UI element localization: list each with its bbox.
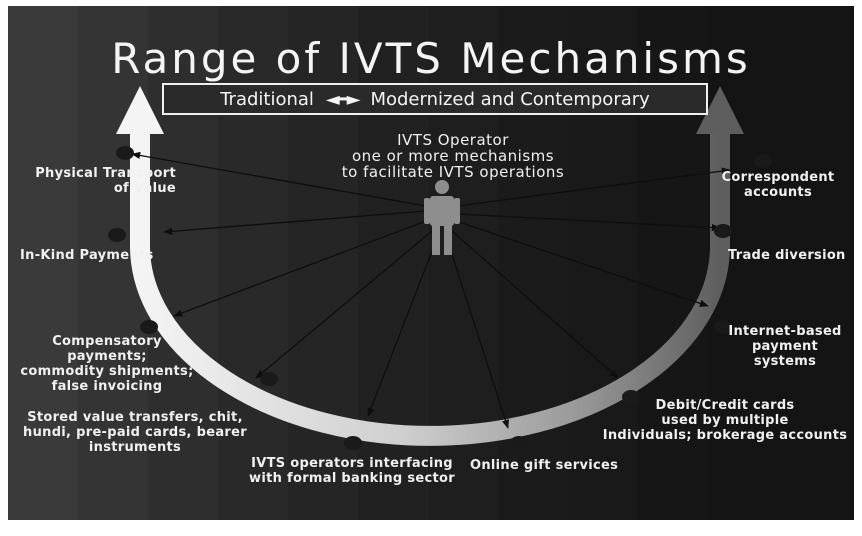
page-title: Range of IVTS Mechanisms	[111, 34, 751, 83]
mechanism-internet-payment: Internet-based payment systems	[728, 324, 842, 369]
connector-trade	[457, 213, 721, 232]
node-dot	[108, 228, 126, 242]
mechanism-physical: Physical Transport of Value	[35, 166, 176, 196]
mechanism-online-gift: Online gift services	[470, 458, 619, 473]
diagram-canvas: Range of IVTS Mechanisms Traditional ◄━►…	[8, 6, 854, 520]
node-dot	[344, 436, 362, 450]
node-dot	[754, 154, 772, 168]
arc-arrowhead-right	[696, 86, 744, 134]
connector-lines	[131, 151, 731, 429]
subtitle-modern: Modernized and Contemporary	[370, 88, 650, 110]
node-dot	[116, 146, 134, 160]
connector-physical	[131, 151, 427, 207]
node-dot	[260, 372, 278, 386]
mechanism-trade-diversion: Trade diversion	[728, 248, 846, 263]
mechanism-debit-credit: Debit/Credit cards used by multiple Indi…	[602, 398, 848, 443]
operator-label: IVTS Operator one or more mechanisms to …	[341, 131, 565, 181]
connector-online-gift	[445, 235, 509, 429]
mechanism-in-kind: In-Kind Payments	[20, 248, 154, 263]
progression-arc	[130, 126, 730, 446]
subtitle-box: Traditional ◄━► Modernized and Contempor…	[162, 83, 708, 115]
connector-in-kind	[163, 210, 427, 235]
mechanism-stored-value: Stored value transfers, chit, hundi, pre…	[23, 410, 247, 455]
node-dot	[622, 390, 640, 404]
double-arrow-icon: ◄━►	[325, 88, 361, 110]
mechanism-correspondent: Correspondent accounts	[721, 170, 835, 200]
node-dot	[140, 320, 158, 334]
mechanism-compensatory: Compensatory payments; commodity shipmen…	[20, 334, 194, 394]
diagram-graphics	[116, 86, 744, 446]
subtitle-traditional: Traditional	[220, 88, 314, 110]
connector-formal-banking	[367, 235, 439, 417]
connector-internet	[455, 220, 709, 307]
node-dot	[714, 320, 732, 334]
connector-debit-credit	[451, 230, 619, 379]
connector-compensatory	[173, 220, 427, 317]
connector-correspondent	[457, 167, 731, 207]
connector-stored-value	[255, 230, 433, 379]
node-dot	[510, 436, 528, 450]
person-icon	[424, 180, 460, 255]
node-dot	[714, 224, 732, 238]
mechanism-formal-banking: IVTS operators interfacing with formal b…	[249, 456, 455, 486]
arc-arrowhead-left	[116, 86, 164, 134]
